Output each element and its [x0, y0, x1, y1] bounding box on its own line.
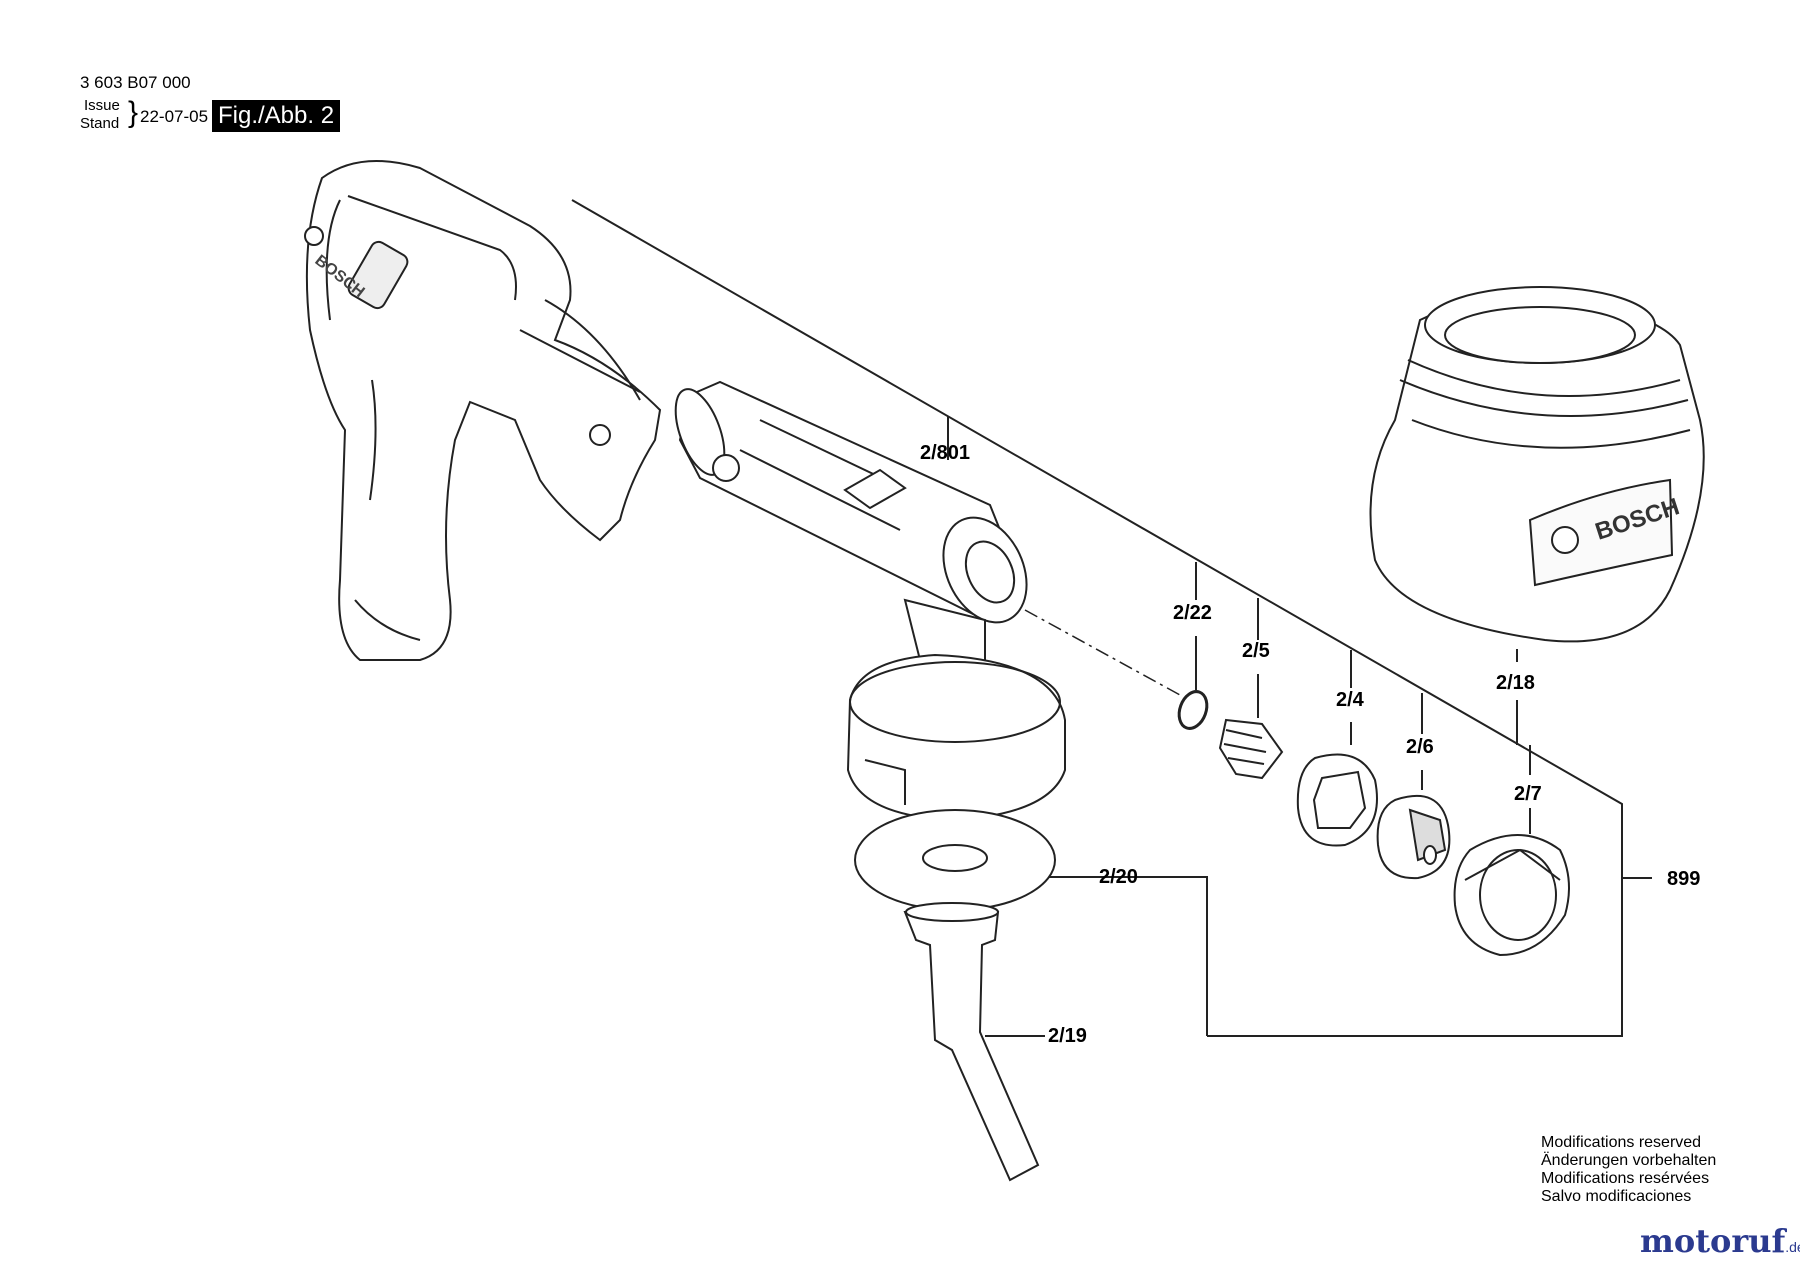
header-brace: } [128, 96, 139, 129]
figure-label: Fig./Abb. 2 [212, 100, 341, 132]
assembly-bracket-899 [571, 199, 1623, 1037]
watermark: motoruf.de [1640, 1222, 1800, 1260]
label-899: 899 [1667, 868, 1701, 890]
stand-label: Stand [80, 115, 120, 132]
label-2-7: 2/7 [1514, 783, 1542, 805]
notice-fr: Modifications resérvées [1541, 1170, 1710, 1187]
watermark-text: motoruf [1640, 1222, 1786, 1260]
air-cap-part-2-6 [1376, 795, 1451, 880]
o-ring-part-2-22 [1177, 690, 1209, 730]
issue-label: Issue [84, 97, 120, 114]
label-2-19: 2/19 [1048, 1025, 1087, 1047]
label-2-18: 2/18 [1496, 672, 1535, 694]
issue-date: 22-07-05 [140, 107, 209, 126]
part-number: 3 603 B07 000 [80, 73, 191, 92]
gun-handle-part [304, 159, 662, 661]
label-2-20: 2/20 [1099, 866, 1138, 888]
label-2-4: 2/4 [1336, 689, 1364, 711]
disc-part-2-20 [854, 809, 1056, 911]
union-nut-part-2-7 [1453, 834, 1570, 957]
notice-es: Salvo modificaciones [1541, 1188, 1692, 1205]
label-2-801: 2/801 [920, 442, 971, 464]
notice-en: Modifications reserved [1541, 1134, 1702, 1151]
label-2-5: 2/5 [1242, 640, 1270, 662]
container-part-2-18 [1369, 286, 1705, 643]
suction-tube-part-2-19 [903, 902, 1040, 1182]
label-2-6: 2/6 [1406, 736, 1434, 758]
watermark-suffix: .de [1785, 1239, 1800, 1255]
leader-2-20 [1065, 876, 1208, 1036]
cylinder-body-part [674, 380, 1066, 822]
nozzle-part-2-5 [1218, 718, 1284, 780]
plate-part-2-4 [1296, 753, 1378, 847]
label-2-22: 2/22 [1173, 602, 1212, 624]
assembly-axis [1024, 609, 1181, 696]
notice-de: Änderungen vorbehalten [1541, 1152, 1717, 1169]
